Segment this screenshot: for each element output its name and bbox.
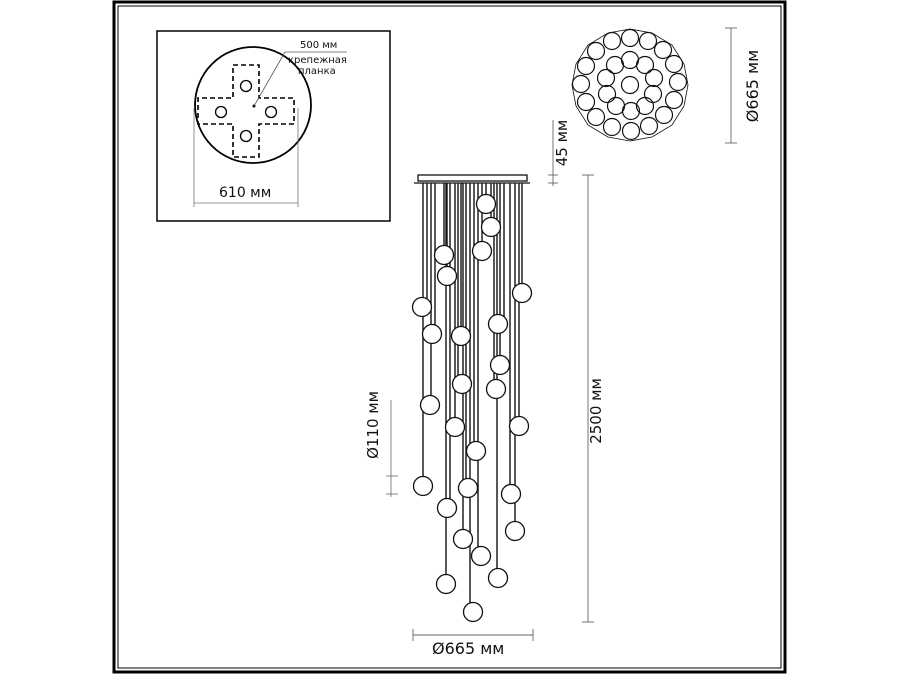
canopy-width-label: 610 мм bbox=[219, 185, 272, 201]
top-view-diameter-label: Ø665 мм bbox=[743, 49, 762, 123]
canopy bbox=[414, 174, 530, 184]
mount-bracket-label-line1: крепежная bbox=[288, 55, 347, 66]
top-view-diameter-dimension bbox=[725, 27, 737, 144]
mounting-plate-inset bbox=[156, 30, 391, 222]
total-height-label: 2500 мм bbox=[587, 378, 605, 444]
ball-diameter-label: Ø110 мм bbox=[364, 391, 382, 459]
ball-diameter-dimension bbox=[386, 400, 398, 497]
outer-frame bbox=[112, 0, 787, 674]
top-view-ball-cluster bbox=[571, 28, 689, 142]
glass-balls bbox=[411, 193, 533, 623]
mount-bracket-label-line2: планка bbox=[298, 66, 336, 77]
mount-distance-label: 500 мм bbox=[300, 40, 338, 51]
total-height-dimension bbox=[582, 174, 594, 623]
overall-diameter-label: Ø665 мм bbox=[432, 639, 505, 658]
pendant-cables bbox=[422, 183, 523, 612]
canopy-height-dimension bbox=[548, 120, 558, 186]
canopy-height-label: 45 мм bbox=[553, 119, 571, 167]
overall-width-dimension bbox=[412, 629, 534, 641]
